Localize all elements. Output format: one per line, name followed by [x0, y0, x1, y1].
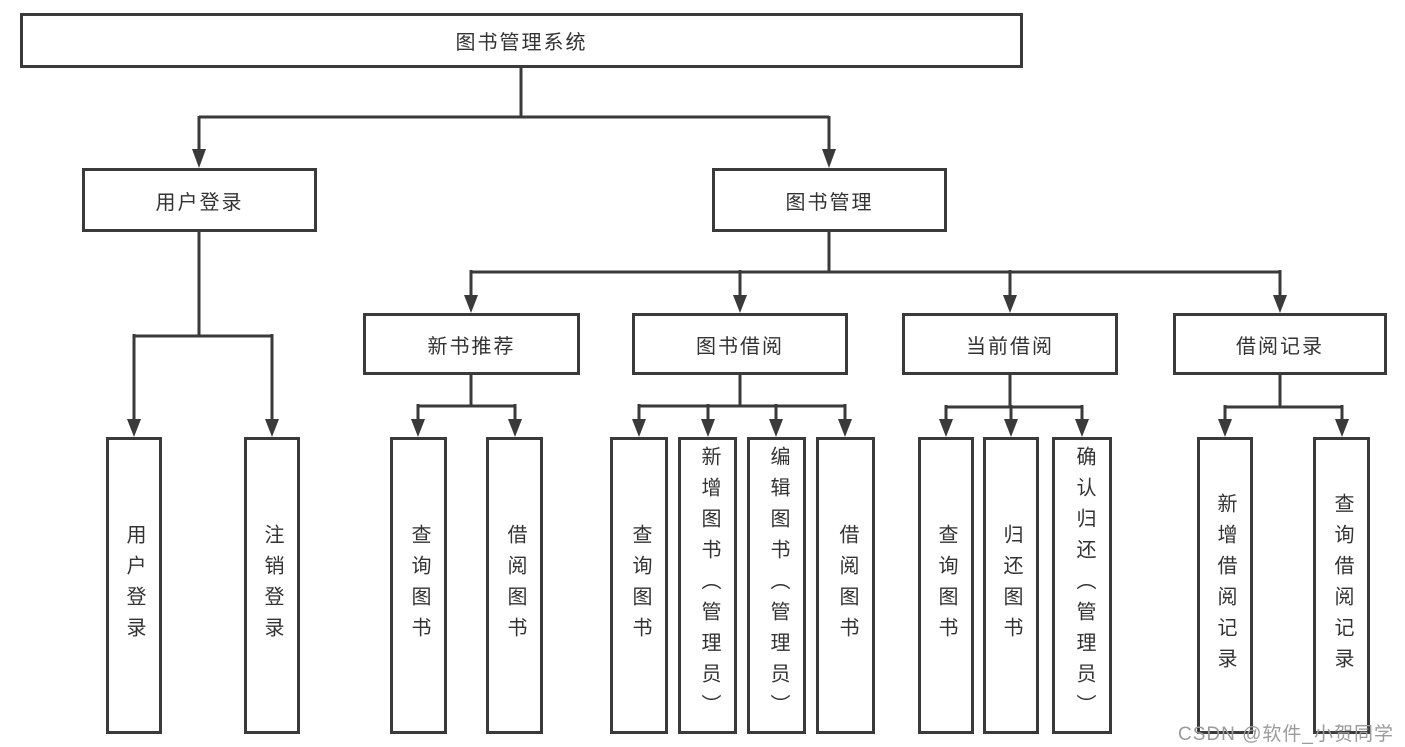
leaf-add-books-admin: 新增图书（管理员）: [678, 437, 737, 734]
connector-user-login-to-children: [127, 232, 279, 437]
arrowhead-icon: [769, 419, 783, 437]
leaf-borrow-books-recommend: 借阅图书: [486, 437, 543, 734]
arrowhead-icon: [733, 295, 747, 313]
node-new-book-recommend: 新书推荐: [363, 313, 580, 375]
node-book-borrow: 图书借阅: [632, 313, 848, 375]
node-book-management: 图书管理: [712, 168, 947, 232]
connector-current-borrow-to-children: [939, 375, 1089, 437]
arrowhead-icon: [838, 419, 852, 437]
arrowhead-icon: [1218, 419, 1232, 437]
arrowhead-icon: [265, 419, 279, 437]
leaf-user-login: 用户登录: [106, 437, 162, 734]
leaf-borrow-books: 借阅图书: [816, 437, 875, 734]
node-current-borrow: 当前借阅: [902, 313, 1118, 375]
connector-borrow-records-to-children: [1218, 375, 1349, 437]
leaf-confirm-return-admin: 确认归还（管理员）: [1052, 437, 1112, 734]
connector-book-management-to-children: [464, 232, 1287, 313]
arrowhead-icon: [632, 419, 646, 437]
arrowhead-icon: [192, 149, 206, 168]
arrowhead-icon: [1273, 295, 1287, 313]
arrowhead-icon: [701, 419, 715, 437]
csdn-watermark: CSDN @软件_小贺同学: [1178, 724, 1394, 745]
arrowhead-icon: [411, 419, 425, 437]
arrowhead-icon: [1003, 295, 1017, 313]
leaf-return-books: 归还图书: [983, 437, 1039, 734]
arrowhead-icon: [1004, 419, 1018, 437]
arrowhead-icon: [127, 419, 141, 437]
arrowhead-icon: [1075, 419, 1089, 437]
leaf-query-books-borrow: 查询图书: [610, 437, 668, 734]
node-user-login: 用户登录: [82, 168, 317, 232]
connector-book-borrow-to-children: [632, 375, 852, 437]
leaf-logout: 注销登录: [244, 437, 300, 734]
node-borrow-records: 借阅记录: [1173, 313, 1387, 375]
leaf-edit-books-admin: 编辑图书（管理员）: [747, 437, 806, 734]
arrowhead-icon: [508, 419, 522, 437]
arrowhead-icon: [1335, 419, 1349, 437]
leaf-query-borrow-record: 查询借阅记录: [1313, 437, 1370, 734]
arrowhead-icon: [822, 149, 836, 168]
node-library-management-system: 图书管理系统: [20, 13, 1023, 68]
leaf-query-books-recommend: 查询图书: [390, 437, 447, 734]
connector-root-to-branches: [192, 68, 836, 168]
leaf-add-borrow-record: 新增借阅记录: [1197, 437, 1253, 734]
leaf-query-books-current: 查询图书: [918, 437, 974, 734]
connector-new-book-to-children: [411, 375, 522, 437]
arrowhead-icon: [939, 419, 953, 437]
arrowhead-icon: [464, 295, 478, 313]
